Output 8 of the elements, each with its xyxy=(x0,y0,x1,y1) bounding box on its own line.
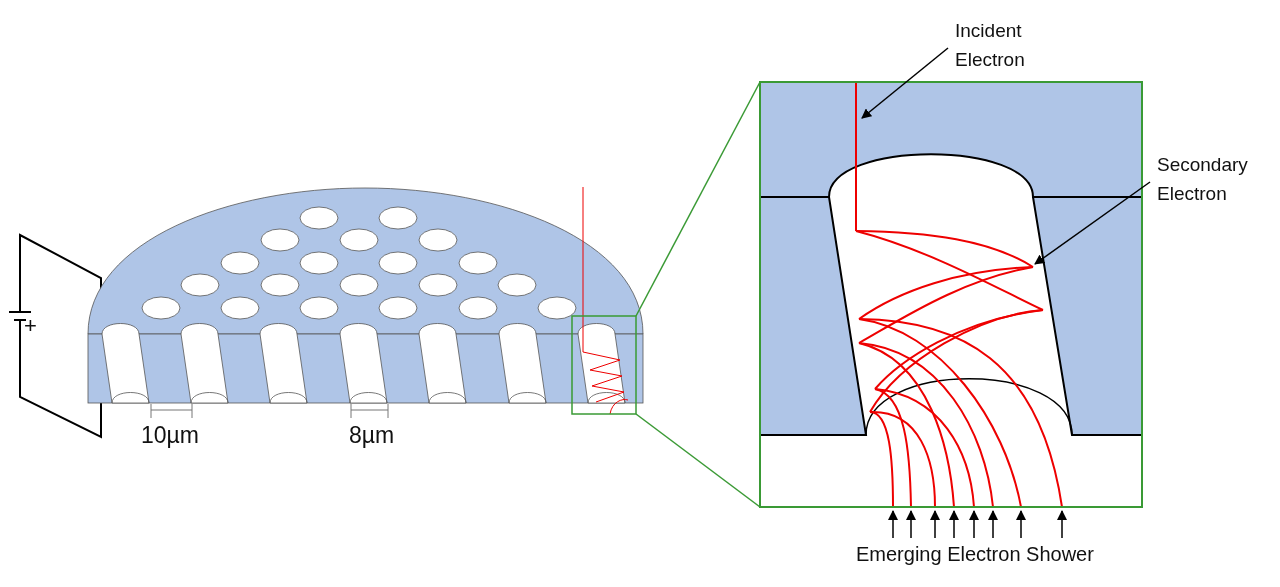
leader-line xyxy=(1034,181,1151,265)
caption-label: Emerging Electron Shower xyxy=(856,543,1094,566)
dimension-label: 8µm xyxy=(349,422,395,449)
dimension-label: 10µm xyxy=(141,422,199,449)
annotation-label: Incident Electron xyxy=(948,16,1048,76)
leader-line xyxy=(861,47,949,119)
battery-polarity-sign: + xyxy=(24,313,37,339)
annotation-label: Secondary Electron xyxy=(1150,150,1278,210)
